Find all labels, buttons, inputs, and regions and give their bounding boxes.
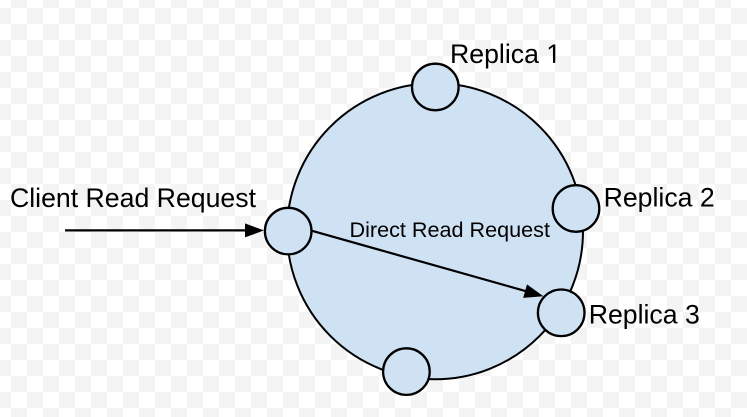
svg-text:Replica 2: Replica 2 — [604, 183, 715, 213]
svg-text:Client Read Request: Client Read Request — [10, 183, 257, 213]
svg-text:Direct Read Request: Direct Read Request — [350, 217, 550, 242]
svg-text:Replica 1: Replica 1 — [450, 39, 561, 69]
svg-text:Replica 3: Replica 3 — [589, 300, 700, 330]
